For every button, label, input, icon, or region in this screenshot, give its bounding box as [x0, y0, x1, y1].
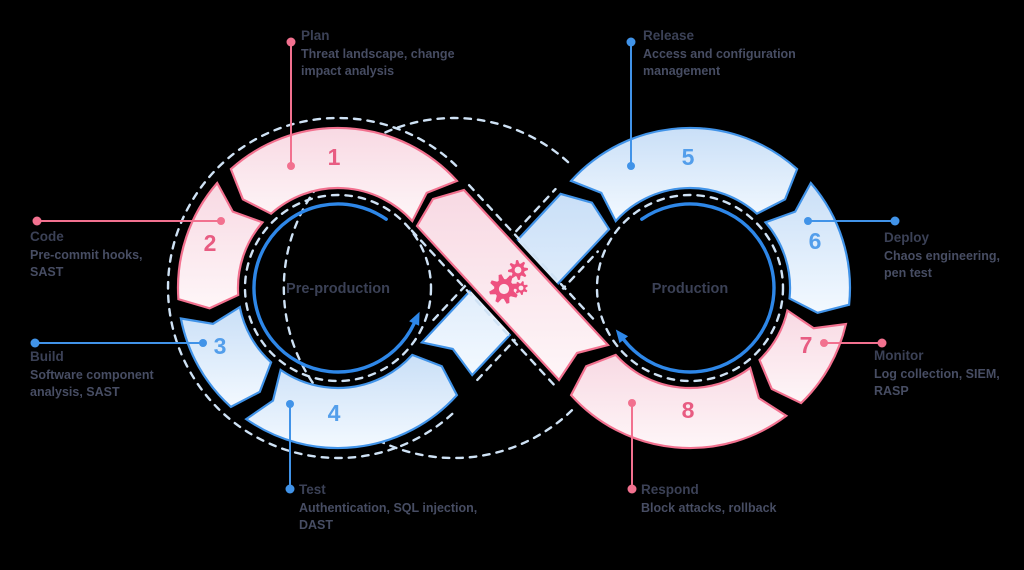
gear-icon-2 — [508, 260, 528, 280]
callout-build: Build Software component analysis, SAST — [30, 349, 200, 401]
gear-icon-3 — [514, 281, 528, 295]
build-label-dot — [30, 338, 40, 348]
stage-number-5: 5 — [682, 144, 695, 170]
stage-number-6: 6 — [809, 228, 822, 254]
production-cycle-arrow — [622, 202, 776, 374]
callout-plan-title: Plan — [301, 28, 330, 43]
stage-number-2: 2 — [204, 230, 217, 256]
plan-anchor-dot — [287, 162, 295, 170]
callout-plan: Plan Threat landscape, change impact ana… — [301, 28, 471, 80]
test-anchor-dot — [286, 400, 294, 408]
gears-icon — [489, 260, 528, 304]
segment-1-plan — [229, 126, 459, 224]
deploy-label-dot — [890, 216, 900, 226]
pink-band-dashed-edge-upper — [467, 184, 597, 323]
stage-number-3: 3 — [214, 333, 227, 359]
segment-8-respond — [569, 353, 789, 450]
outer-dashed-left — [166, 116, 458, 460]
monitor-anchor-dot — [820, 339, 828, 347]
callout-test: Test Authentication, SQL injection, DAST — [299, 482, 484, 534]
deploy-anchor-dot — [804, 217, 812, 225]
inner-dashed-left — [243, 193, 433, 383]
callout-build-desc: Software component analysis, SAST — [30, 368, 154, 399]
callout-monitor-title: Monitor — [874, 348, 924, 363]
segment-3-build — [179, 305, 273, 409]
release-label-dot — [626, 37, 636, 47]
callout-deploy-title: Deploy — [884, 230, 930, 245]
blue-band-dashed-edge-upper — [432, 187, 557, 322]
callout-code-title: Code — [30, 229, 64, 244]
callout-build-title: Build — [30, 349, 64, 364]
test-label-dot — [285, 484, 295, 494]
gear-icon-1 — [489, 274, 519, 304]
callout-respond-title: Respond — [641, 482, 699, 497]
callout-plan-desc: Threat landscape, change impact analysis — [301, 47, 455, 78]
code-label-dot — [32, 216, 42, 226]
callout-monitor: Monitor Log collection, SIEM, RASP — [874, 348, 1019, 400]
monitor-label-dot — [877, 338, 887, 348]
callout-deploy: Deploy Chaos engineering, pen test — [884, 230, 1019, 282]
callout-respond-desc: Block attacks, rollback — [641, 501, 777, 515]
callout-code: Code Pre-commit hooks, SAST — [30, 229, 170, 281]
callout-code-desc: Pre-commit hooks, SAST — [30, 248, 143, 279]
segment-5-release — [569, 126, 799, 224]
pre-production-cycle-arrow — [252, 202, 416, 374]
pre-production-arrowhead-icon — [409, 311, 420, 326]
segment-4-test — [244, 353, 459, 450]
callout-release-title: Release — [643, 28, 695, 43]
loop-label-production: Production — [652, 281, 729, 297]
segment-6-deploy — [763, 181, 852, 314]
segment-2-code — [176, 181, 265, 310]
production-arrowhead-icon — [615, 329, 629, 344]
callout-monitor-desc: Log collection, SIEM, RASP — [874, 367, 1000, 398]
plan-label-dot — [286, 37, 296, 47]
respond-anchor-dot — [628, 399, 636, 407]
outer-dashed-right — [282, 116, 574, 460]
stage-number-8: 8 — [682, 397, 695, 423]
segment-7-monitor — [758, 308, 848, 405]
callout-deploy-desc: Chaos engineering, pen test — [884, 249, 1000, 280]
loop-label-pre-production: Pre-production — [286, 281, 390, 297]
inner-dashed-right — [595, 193, 785, 383]
callout-test-title: Test — [299, 482, 326, 497]
respond-label-dot — [627, 484, 637, 494]
code-anchor-dot — [217, 217, 225, 225]
stage-number-1: 1 — [328, 144, 341, 170]
callout-release: Release Access and configuration managem… — [643, 28, 828, 80]
stage-number-4: 4 — [328, 400, 341, 426]
callout-release-desc: Access and configuration management — [643, 47, 796, 78]
stage-number-7: 7 — [800, 332, 813, 358]
build-anchor-dot — [199, 339, 207, 347]
release-anchor-dot — [627, 162, 635, 170]
pink-band-dashed-edge-lower — [410, 229, 556, 386]
callout-respond: Respond Block attacks, rollback — [641, 482, 801, 517]
callout-test-desc: Authentication, SQL injection, DAST — [299, 501, 478, 532]
